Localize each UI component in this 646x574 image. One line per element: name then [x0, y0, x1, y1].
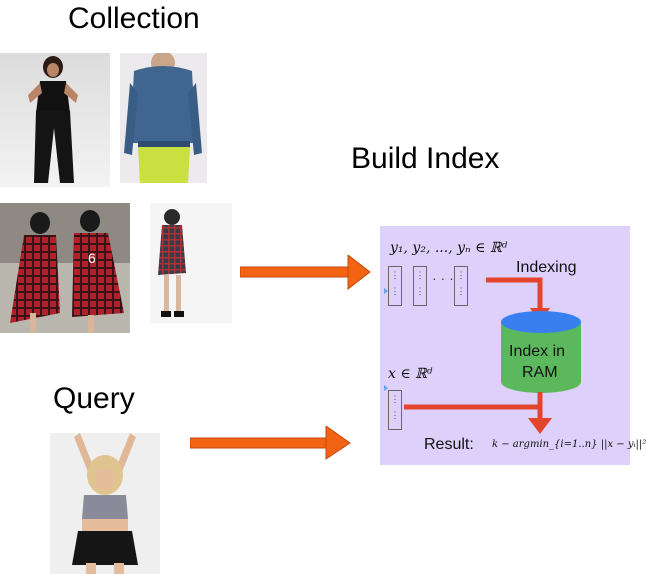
- index-in-ram-line1: Index in: [509, 343, 566, 360]
- vector-y1: ⋮⋮: [388, 266, 402, 306]
- query-photo: [50, 433, 160, 574]
- index-in-ram-line2: RAM: [522, 364, 558, 381]
- collection-to-index-arrow: [240, 255, 371, 291]
- collection-photo-plaid-dress: [150, 203, 232, 323]
- query-to-index-arrow: [190, 426, 351, 460]
- collection-photo-plaid-pair: 6: [0, 203, 130, 333]
- build-index-title: Build Index: [351, 142, 500, 175]
- vector-y2: ⋮⋮: [413, 266, 427, 306]
- collection-photo-denim: [120, 53, 207, 183]
- query-title: Query: [53, 382, 135, 415]
- index-panel: y₁, y₂, ..., yₙ ∈ ℝᵈ ⋮⋮ ⋮⋮ · · · ⋮⋮ Inde…: [380, 226, 646, 465]
- vectors-formula: y₁, y₂, ..., yₙ ∈ ℝᵈ: [390, 240, 508, 256]
- vector-yn: ⋮⋮: [454, 266, 468, 306]
- collection-photo-jumpsuit: [0, 53, 110, 187]
- result-label: Result:: [424, 436, 474, 453]
- query-vector: ⋮⋮: [388, 390, 402, 430]
- vector-dots: · · ·: [432, 270, 454, 286]
- index-cylinder: [384, 277, 581, 434]
- svg-text:6: 6: [88, 250, 96, 266]
- query-formula: x ∈ ℝᵈ: [388, 366, 433, 382]
- indexing-label: Indexing: [516, 259, 577, 276]
- result-formula: k − argmin_{i=1..n} ||x − yᵢ||²: [492, 439, 646, 450]
- collection-title: Collection: [68, 2, 200, 35]
